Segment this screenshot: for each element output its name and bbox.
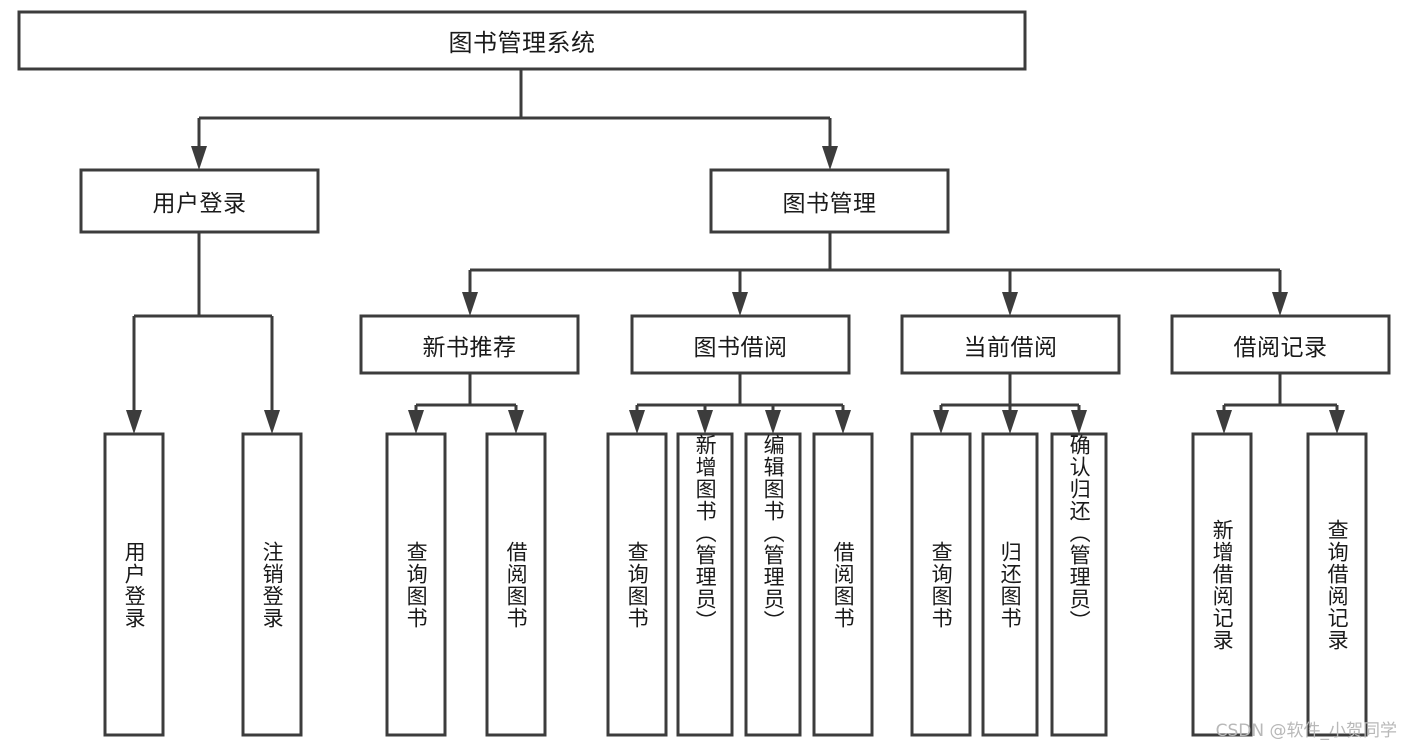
arrow-head-newbook xyxy=(462,292,478,316)
node-box-leaf-borrow-record-1[interactable] xyxy=(1306,432,1368,737)
node-box-root[interactable] xyxy=(17,10,1027,71)
node-box-leaf-borrow-record-0[interactable] xyxy=(1191,432,1253,737)
node-box-borrow-record[interactable] xyxy=(1170,314,1391,375)
node-box-leaf-book-borrow-0[interactable] xyxy=(606,432,668,737)
connector-group-currentborrow xyxy=(933,373,1087,434)
connector-group-bookborrow xyxy=(629,373,851,434)
arrow-head-bookborrow-leaf3 xyxy=(765,410,781,434)
node-box-leaf-book-borrow-1[interactable] xyxy=(676,432,734,737)
node-box-leaf-current-borrow-2[interactable] xyxy=(1050,432,1108,737)
arrow-head-newbook-leaf2 xyxy=(508,410,524,434)
node-box-leaf-user-login-1[interactable] xyxy=(241,432,303,737)
arrow-head-userlogin-leaf2 xyxy=(264,410,280,434)
arrow-head-userlogin-leaf1 xyxy=(126,410,142,434)
node-box-current-borrow[interactable] xyxy=(900,314,1121,375)
node-box-leaf-user-login-0[interactable] xyxy=(103,432,165,737)
csdn-watermark: CSDN @软件_小贺同学 xyxy=(1215,721,1397,741)
node-box-new-book-recommend[interactable] xyxy=(359,314,580,375)
node-box-book-management[interactable] xyxy=(709,168,950,234)
connector-group-bookmgmt xyxy=(462,232,1288,316)
connector-group-borrowrecord xyxy=(1216,373,1345,434)
node-box-user-login[interactable] xyxy=(79,168,320,234)
arrow-head-newbook-leaf1 xyxy=(408,410,424,434)
arrow-head-borrowrecord-leaf1 xyxy=(1216,410,1232,434)
arrow-head-currentborrow-leaf1 xyxy=(933,410,949,434)
connector-group-newbook xyxy=(408,373,524,434)
arrow-head-borrowrecord-leaf2 xyxy=(1329,410,1345,434)
node-box-leaf-current-borrow-0[interactable] xyxy=(910,432,972,737)
connector-group-userlogin xyxy=(126,232,280,434)
arrow-head-bookmgmt xyxy=(822,146,838,170)
node-box-leaf-new-book-1[interactable] xyxy=(485,432,547,737)
node-box-leaf-book-borrow-3[interactable] xyxy=(812,432,874,737)
arrow-head-bookborrow-leaf4 xyxy=(835,410,851,434)
node-box-book-borrow[interactable] xyxy=(630,314,851,375)
arrow-head-bookborrow-leaf1 xyxy=(629,410,645,434)
arrow-head-currentborrow-leaf2 xyxy=(1002,410,1018,434)
connector-group-root xyxy=(191,69,838,170)
arrow-head-currentborrow-leaf3 xyxy=(1071,410,1087,434)
arrow-head-borrowrecord xyxy=(1272,292,1288,316)
arrow-head-userlogin xyxy=(191,146,207,170)
node-box-leaf-new-book-0[interactable] xyxy=(385,432,447,737)
arrow-head-currentborrow xyxy=(1002,292,1018,316)
arrow-head-bookborrow-leaf2 xyxy=(697,410,713,434)
node-box-leaf-current-borrow-1[interactable] xyxy=(981,432,1039,737)
node-box-leaf-book-borrow-2[interactable] xyxy=(744,432,802,737)
arrow-head-bookborrow xyxy=(732,292,748,316)
